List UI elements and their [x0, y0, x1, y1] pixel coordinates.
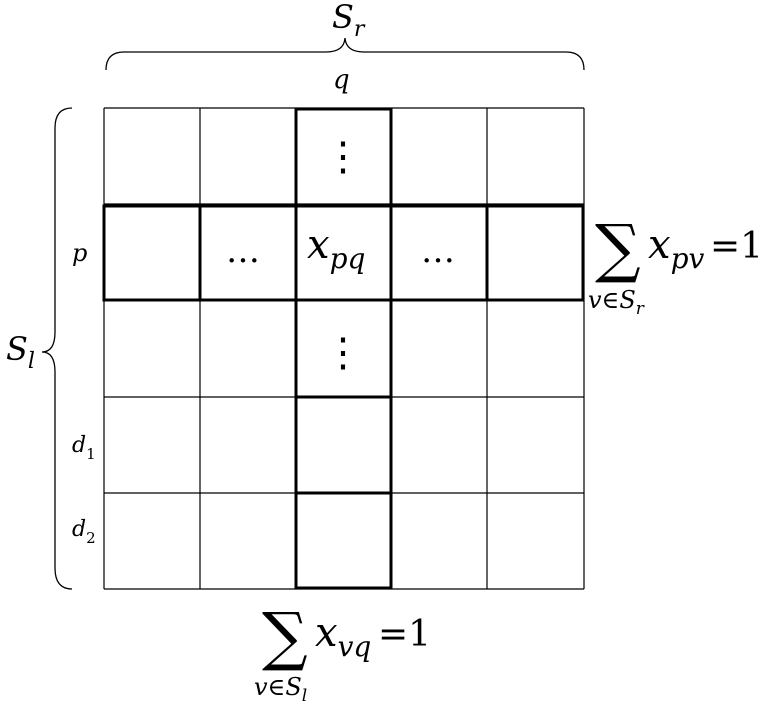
row-sum-constraint: ∑ xpv =1 v∈Sr: [588, 212, 763, 319]
row-sum-equals: =1: [710, 226, 763, 267]
top-brace-label: Sr: [332, 0, 366, 42]
row-sum-term: xpv: [648, 222, 704, 275]
column-label-q: q: [333, 65, 350, 95]
col-sum-limit: v∈Sl: [254, 673, 307, 706]
column-sum-constraint: ∑ xvq =1 v∈Sl: [254, 600, 431, 706]
row-label-d1: d1: [72, 433, 96, 463]
highlighted-column: [294, 107, 393, 590]
vdots-bottom: ⋮: [323, 330, 363, 376]
left-brace-label: Sl: [6, 330, 35, 374]
row-label-p: p: [72, 239, 87, 267]
hdots-left: …: [226, 231, 260, 271]
vdots-top: ⋮: [323, 134, 363, 180]
col-sum-sigma: ∑: [262, 600, 308, 674]
col-sum-equals: =1: [378, 614, 431, 655]
row-label-d2: d2: [72, 517, 96, 547]
row-sum-sigma: ∑: [595, 212, 641, 286]
col-sum-term: xvq: [315, 610, 371, 663]
top-brace: [105, 37, 585, 71]
left-brace: [41, 107, 73, 590]
hdots-right: …: [421, 231, 455, 271]
row-sum-limit: v∈Sr: [588, 286, 645, 319]
cell-x-pq: xpq: [307, 222, 365, 275]
